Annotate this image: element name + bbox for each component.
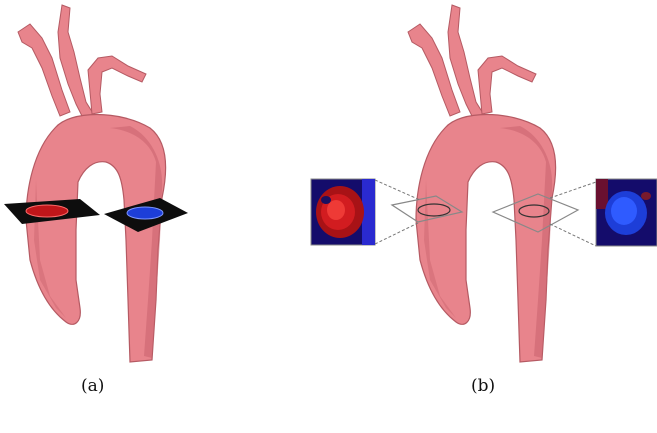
connector-line bbox=[549, 181, 597, 199]
ascending-cross-section bbox=[25, 204, 69, 218]
ascending-plane-outline bbox=[390, 195, 464, 223]
ascending-flow-inset bbox=[310, 178, 376, 246]
connector-line bbox=[374, 221, 421, 245]
panel-a bbox=[4, 4, 188, 363]
panel-a-caption: (a) bbox=[81, 376, 105, 396]
descending-cross-section bbox=[126, 206, 164, 220]
descending-cross-section-outline bbox=[518, 204, 550, 218]
panel-b bbox=[310, 4, 657, 363]
descending-plane-outline bbox=[491, 193, 580, 233]
ascending-cross-section-outline bbox=[417, 203, 451, 217]
aorta-illustration bbox=[17, 4, 167, 363]
connector-line bbox=[374, 179, 421, 201]
connector-line bbox=[549, 223, 597, 247]
aorta-illustration bbox=[407, 4, 557, 363]
panel-b-caption: (b) bbox=[471, 376, 496, 396]
descending-flow-inset bbox=[595, 178, 657, 247]
